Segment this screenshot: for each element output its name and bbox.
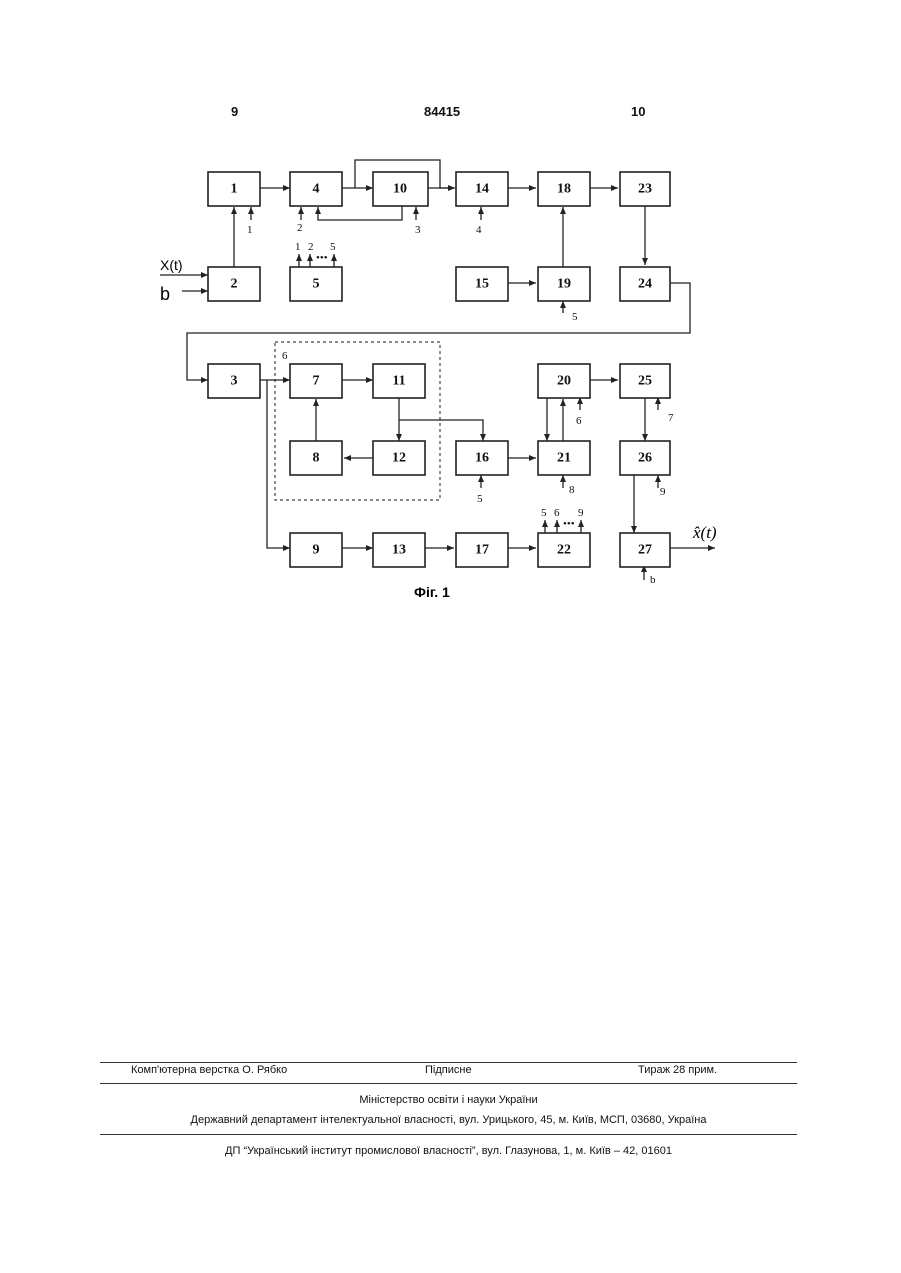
block-diagram: 6 — [150, 150, 740, 610]
input-b-label: b — [160, 284, 170, 304]
svg-text:2: 2 — [231, 277, 238, 292]
svg-text:10: 10 — [393, 182, 407, 197]
svg-text:24: 24 — [638, 277, 652, 292]
block-25: 25 — [620, 364, 670, 398]
svg-text:25: 25 — [638, 374, 652, 389]
block-24: 24 — [620, 267, 670, 301]
footer-rule-middle — [100, 1083, 797, 1084]
svg-text:7: 7 — [313, 374, 320, 389]
label-out5-2: 2 — [308, 241, 314, 253]
block-23: 23 — [620, 172, 670, 206]
label-out22-6: 6 — [554, 507, 560, 519]
block-7: 7 — [290, 364, 342, 398]
block-14: 14 — [456, 172, 508, 206]
output-label: x̂(t) — [692, 523, 717, 542]
svg-text:17: 17 — [475, 543, 489, 558]
svg-text:4: 4 — [313, 182, 320, 197]
block-1: 1 — [208, 172, 260, 206]
block-15: 15 — [456, 267, 508, 301]
block-26: 26 — [620, 441, 670, 475]
block-11: 11 — [373, 364, 425, 398]
group-6-label: 6 — [282, 350, 288, 362]
block-4: 4 — [290, 172, 342, 206]
svg-text:8: 8 — [313, 451, 320, 466]
ministry: Міністерство освіти і науки України — [100, 1094, 797, 1106]
footer-rule-bottom — [100, 1134, 797, 1135]
label-out5-5: 5 — [330, 241, 336, 253]
svg-text:12: 12 — [392, 451, 406, 466]
label-in-25: 7 — [668, 412, 674, 424]
block-10: 10 — [373, 172, 428, 206]
svg-text:22: 22 — [557, 543, 571, 558]
block-17: 17 — [456, 533, 508, 567]
svg-text:27: 27 — [638, 543, 652, 558]
svg-text:15: 15 — [475, 277, 489, 292]
block-3: 3 — [208, 364, 260, 398]
label-out22-dots: ••• — [563, 518, 575, 530]
label-in-20: 6 — [576, 415, 582, 427]
svg-text:23: 23 — [638, 182, 652, 197]
svg-text:16: 16 — [475, 451, 489, 466]
svg-text:5: 5 — [313, 277, 320, 292]
label-in-26: 9 — [660, 486, 666, 498]
block-18: 18 — [538, 172, 590, 206]
label-in-10: 3 — [415, 224, 421, 236]
svg-text:18: 18 — [557, 182, 571, 197]
label-in-1: 1 — [247, 224, 253, 236]
circulation: Тираж 28 прим. — [638, 1064, 717, 1076]
block-16: 16 — [456, 441, 508, 475]
label-in-4: 2 — [297, 222, 303, 234]
svg-text:11: 11 — [392, 374, 405, 389]
block-27: 27 — [620, 533, 670, 567]
page-number-left: 9 — [231, 104, 238, 119]
layout-credit: Комп'ютерна верстка О. Рябко — [131, 1064, 287, 1076]
label-out5-1: 1 — [295, 241, 301, 253]
svg-text:26: 26 — [638, 451, 652, 466]
department: Державний департамент інтелектуальної вл… — [100, 1114, 797, 1126]
institute: ДП “Український інститут промислової вла… — [100, 1145, 797, 1157]
block-22: 22 — [538, 533, 590, 567]
label-out5-dots: ••• — [316, 252, 328, 264]
label-in-27: b — [650, 574, 656, 586]
block-5: 5 — [290, 267, 342, 301]
label-in-19: 5 — [572, 311, 578, 323]
label-out22-9: 9 — [578, 507, 584, 519]
patent-number: 84415 — [424, 104, 460, 119]
svg-text:21: 21 — [557, 451, 571, 466]
page-number-right: 10 — [631, 104, 645, 119]
svg-text:20: 20 — [557, 374, 571, 389]
block-9: 9 — [290, 533, 342, 567]
block-12: 12 — [373, 441, 425, 475]
svg-text:1: 1 — [231, 182, 238, 197]
figure-caption: Фіг. 1 — [414, 584, 450, 600]
svg-text:14: 14 — [475, 182, 489, 197]
input-x-label: X(t) — [160, 257, 183, 273]
svg-text:19: 19 — [557, 277, 571, 292]
block-13: 13 — [373, 533, 425, 567]
block-20: 20 — [538, 364, 590, 398]
block-2: 2 — [208, 267, 260, 301]
block-21: 21 — [538, 441, 590, 475]
label-in-16: 5 — [477, 493, 483, 505]
svg-text:13: 13 — [392, 543, 406, 558]
label-out22-5: 5 — [541, 507, 547, 519]
label-in-21: 8 — [569, 484, 575, 496]
svg-text:3: 3 — [231, 374, 238, 389]
svg-text:9: 9 — [313, 543, 320, 558]
block-8: 8 — [290, 441, 342, 475]
footer-rule-top — [100, 1062, 797, 1063]
signed-label: Підписне — [425, 1064, 472, 1076]
label-in-14: 4 — [476, 224, 482, 236]
block-19: 19 — [538, 267, 590, 301]
